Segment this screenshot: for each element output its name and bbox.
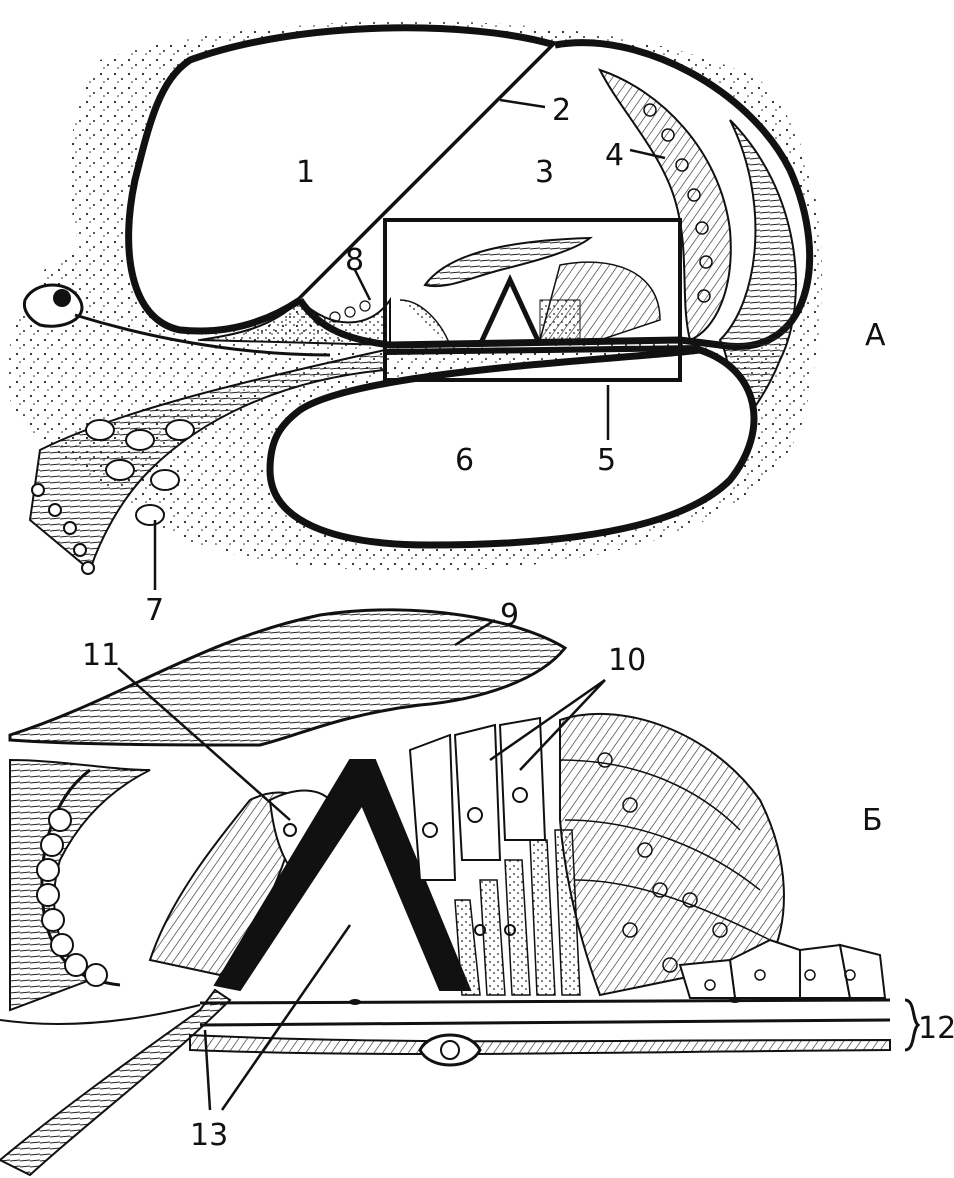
label-7: 7 (145, 593, 164, 628)
label-5: 5 (597, 443, 616, 478)
nerve-fibers (0, 988, 232, 1177)
scala-tympani (266, 346, 758, 549)
label-8: 8 (345, 243, 364, 278)
panel-b-drawing (0, 608, 921, 1177)
stria-vascularis (598, 68, 732, 342)
label-1: 1 (296, 155, 315, 190)
scala-vestibuli (125, 24, 562, 335)
tectorial-membrane (8, 608, 568, 747)
label-9: 9 (500, 598, 519, 633)
panel-a-drawing (8, 21, 823, 575)
basilar-membrane (189, 997, 891, 1067)
hensen-cells (559, 712, 785, 997)
label-6: 6 (455, 443, 474, 478)
labels: 1 2 3 4 5 6 7 8 9 10 11 12 13 А Б (82, 93, 954, 1153)
tectorial-membrane-mini (423, 236, 593, 288)
label-4: 4 (605, 138, 624, 173)
panel-label-a: А (865, 318, 886, 353)
label-3: 3 (535, 155, 554, 190)
spiral-limbus (199, 296, 391, 347)
label-12: 12 (918, 1011, 954, 1046)
label-10: 10 (608, 643, 646, 678)
panel-label-b: Б (862, 803, 883, 838)
label-11: 11 (82, 638, 120, 673)
inset-box (383, 218, 682, 382)
label-2: 2 (552, 93, 571, 128)
label-13: 13 (190, 1118, 228, 1153)
cochlear-nerve (28, 348, 386, 572)
